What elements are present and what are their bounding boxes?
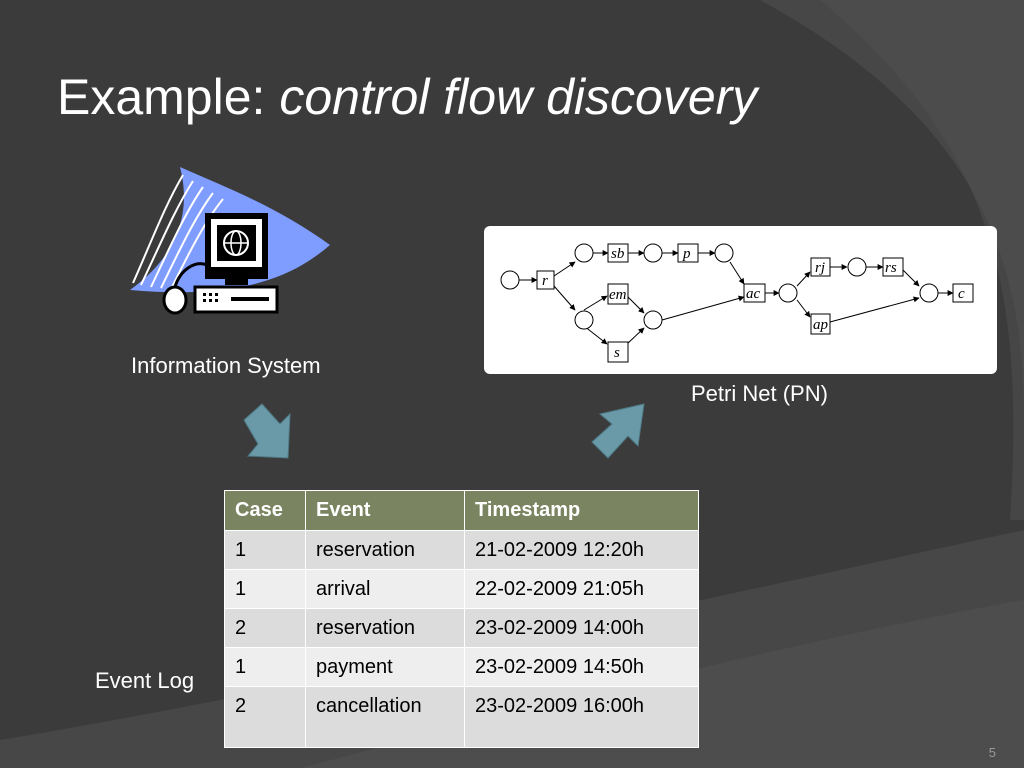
title-prefix: Example: <box>57 69 280 125</box>
transition-ac: ac <box>746 286 761 302</box>
table-row: 1 arrival 22-02-2009 21:05h <box>224 569 699 609</box>
column-header-event: Event <box>305 490 465 531</box>
cell-timestamp: 22-02-2009 21:05h <box>464 569 699 609</box>
transition-rj: rj <box>815 260 825 276</box>
computer-icon <box>130 167 330 315</box>
cell-case: 1 <box>224 647 306 687</box>
cell-case: 2 <box>224 608 306 648</box>
transition-ap: ap <box>813 317 829 333</box>
title-emphasis: control flow discovery <box>279 69 758 125</box>
petri-net-label: Petri Net (PN) <box>691 381 828 406</box>
table-row: 1 payment 23-02-2009 14:50h <box>224 647 699 687</box>
cell-case: 2 <box>224 686 306 748</box>
cell-timestamp: 23-02-2009 14:00h <box>464 608 699 648</box>
table-row: 2 cancellation 23-02-2009 16:00h <box>224 686 699 748</box>
cell-timestamp: 23-02-2009 16:00h <box>464 686 699 748</box>
cell-event: arrival <box>305 569 465 609</box>
cell-case: 1 <box>224 530 306 570</box>
event-log-table: Case Event Timestamp 1 reservation 21-02… <box>224 490 699 748</box>
table-header-row: Case Event Timestamp <box>224 490 699 531</box>
event-log-label: Event Log <box>95 668 195 693</box>
arrow-up-right-icon <box>591 403 645 459</box>
transition-em: em <box>609 287 627 303</box>
cell-timestamp: 23-02-2009 14:50h <box>464 647 699 687</box>
petri-net-diagram: r sb p em s ac rj rs ap c <box>484 226 997 374</box>
cell-event: reservation <box>305 608 465 648</box>
arrow-down-right-icon <box>243 403 291 459</box>
column-header-timestamp: Timestamp <box>464 490 699 531</box>
transition-p: p <box>682 246 691 262</box>
cell-timestamp: 21-02-2009 12:20h <box>464 530 699 570</box>
table-row: 1 reservation 21-02-2009 12:20h <box>224 530 699 570</box>
transition-r: r <box>542 273 548 289</box>
table-row: 2 reservation 23-02-2009 14:00h <box>224 608 699 648</box>
transition-s: s <box>614 345 620 361</box>
cell-case: 1 <box>224 569 306 609</box>
slide-number: 5 <box>988 745 996 760</box>
column-header-case: Case <box>224 490 306 531</box>
transition-c: c <box>958 286 965 302</box>
cell-event: payment <box>305 647 465 687</box>
slide-title: Example: control flow discovery <box>57 68 757 126</box>
cell-event: reservation <box>305 530 465 570</box>
information-system-label: Information System <box>131 353 321 378</box>
transition-rs: rs <box>885 260 897 276</box>
transition-sb: sb <box>611 246 625 262</box>
petri-net-graph: r sb p em s ac rj rs ap c <box>500 243 974 363</box>
cell-event: cancellation <box>305 686 465 748</box>
